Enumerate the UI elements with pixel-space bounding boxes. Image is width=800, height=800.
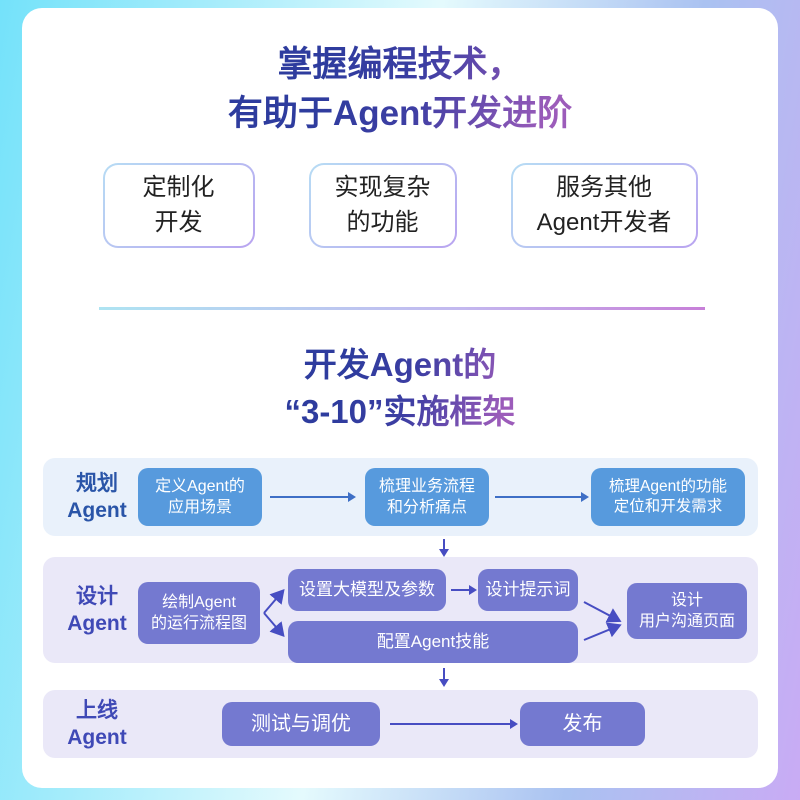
design-step-model-params: 设置大模型及参数	[288, 569, 446, 611]
arrow-right-icon	[390, 719, 518, 729]
benefit-pill-label: 实现复杂	[334, 174, 431, 202]
benefit-pill-label: Agent开发者	[536, 208, 672, 236]
split-arrow-icon	[263, 588, 285, 638]
benefit-pill-label: 的功能	[346, 208, 419, 236]
arrow-right-icon	[451, 585, 477, 595]
benefit-pills: 定制化 开发 实现复杂 的功能 服务其他 Agent开发者	[22, 163, 778, 248]
benefit-pill-custom-dev: 定制化 开发	[102, 163, 255, 248]
launch-step-publish: 发布	[520, 702, 645, 746]
node-text: 配置Agent技能	[376, 631, 490, 651]
design-label-line1: 设计	[76, 585, 118, 608]
benefit-pill-label: 开发	[154, 208, 203, 236]
plan-step-business-process: 梳理业务流程 和分析痛点	[365, 468, 489, 526]
arrow-down-icon	[439, 539, 449, 557]
node-text: 绘制Agent	[162, 593, 236, 611]
node-text: 设计提示词	[485, 579, 571, 599]
benefit-pill-label: 服务其他	[556, 174, 652, 202]
design-row-label: 设计 Agent	[44, 583, 150, 638]
node-text: 定义Agent的	[155, 477, 245, 495]
framework-title-line1: 开发Agent的	[303, 346, 497, 383]
plan-label-line1: 规划	[76, 472, 118, 495]
dashed-divider	[99, 307, 705, 310]
launch-step-test: 测试与调优	[222, 702, 380, 746]
node-text: 设置大模型及参数	[299, 579, 435, 599]
arrow-down-icon	[439, 668, 449, 687]
node-text: 定位和开发需求	[613, 498, 723, 515]
launch-label-line1: 上线	[76, 699, 118, 722]
design-step-skills: 配置Agent技能	[288, 621, 578, 663]
plan-step-function-requirements: 梳理Agent的功能 定位和开发需求	[591, 468, 745, 526]
node-text: 设计	[670, 591, 703, 609]
arrow-right-icon	[495, 492, 589, 502]
main-title-line1: 掌握编程技术，	[277, 45, 523, 84]
node-text: 应用场景	[167, 499, 232, 516]
design-step-flowchart: 绘制Agent 的运行流程图	[138, 582, 260, 644]
node-text: 测试与调优	[251, 712, 351, 735]
node-text: 梳理Agent的功能	[608, 477, 727, 495]
benefit-pill-serve-developers: 服务其他 Agent开发者	[510, 163, 698, 248]
main-title-line2: 有助于Agent开发进阶	[227, 94, 573, 133]
node-text: 的运行流程图	[150, 615, 247, 632]
node-text: 用户沟通页面	[638, 613, 735, 630]
main-title: 掌握编程技术， 有助于Agent开发进阶	[228, 40, 572, 138]
node-text: 和分析痛点	[386, 499, 467, 516]
benefit-pill-label: 定制化	[142, 174, 215, 202]
launch-label-line2: Agent	[67, 726, 127, 750]
design-step-user-ui: 设计 用户沟通页面	[627, 583, 747, 639]
plan-row-label: 规划 Agent	[44, 470, 150, 525]
launch-row-label: 上线 Agent	[44, 697, 150, 752]
framework-title-line2: “3-10”实施框架	[284, 392, 516, 430]
arrow-right-icon	[270, 492, 356, 502]
framework-title: 开发Agent的 “3-10”实施框架	[284, 342, 515, 436]
benefit-pill-complex-features: 实现复杂 的功能	[308, 163, 457, 248]
design-label-line2: Agent	[67, 612, 127, 636]
design-step-prompt: 设计提示词	[478, 569, 578, 611]
node-text: 梳理业务流程	[378, 477, 475, 495]
merge-arrow-icon	[583, 601, 622, 641]
node-text: 发布	[562, 712, 603, 735]
plan-step-define-scenario: 定义Agent的 应用场景	[138, 468, 262, 526]
plan-label-line2: Agent	[67, 499, 127, 523]
